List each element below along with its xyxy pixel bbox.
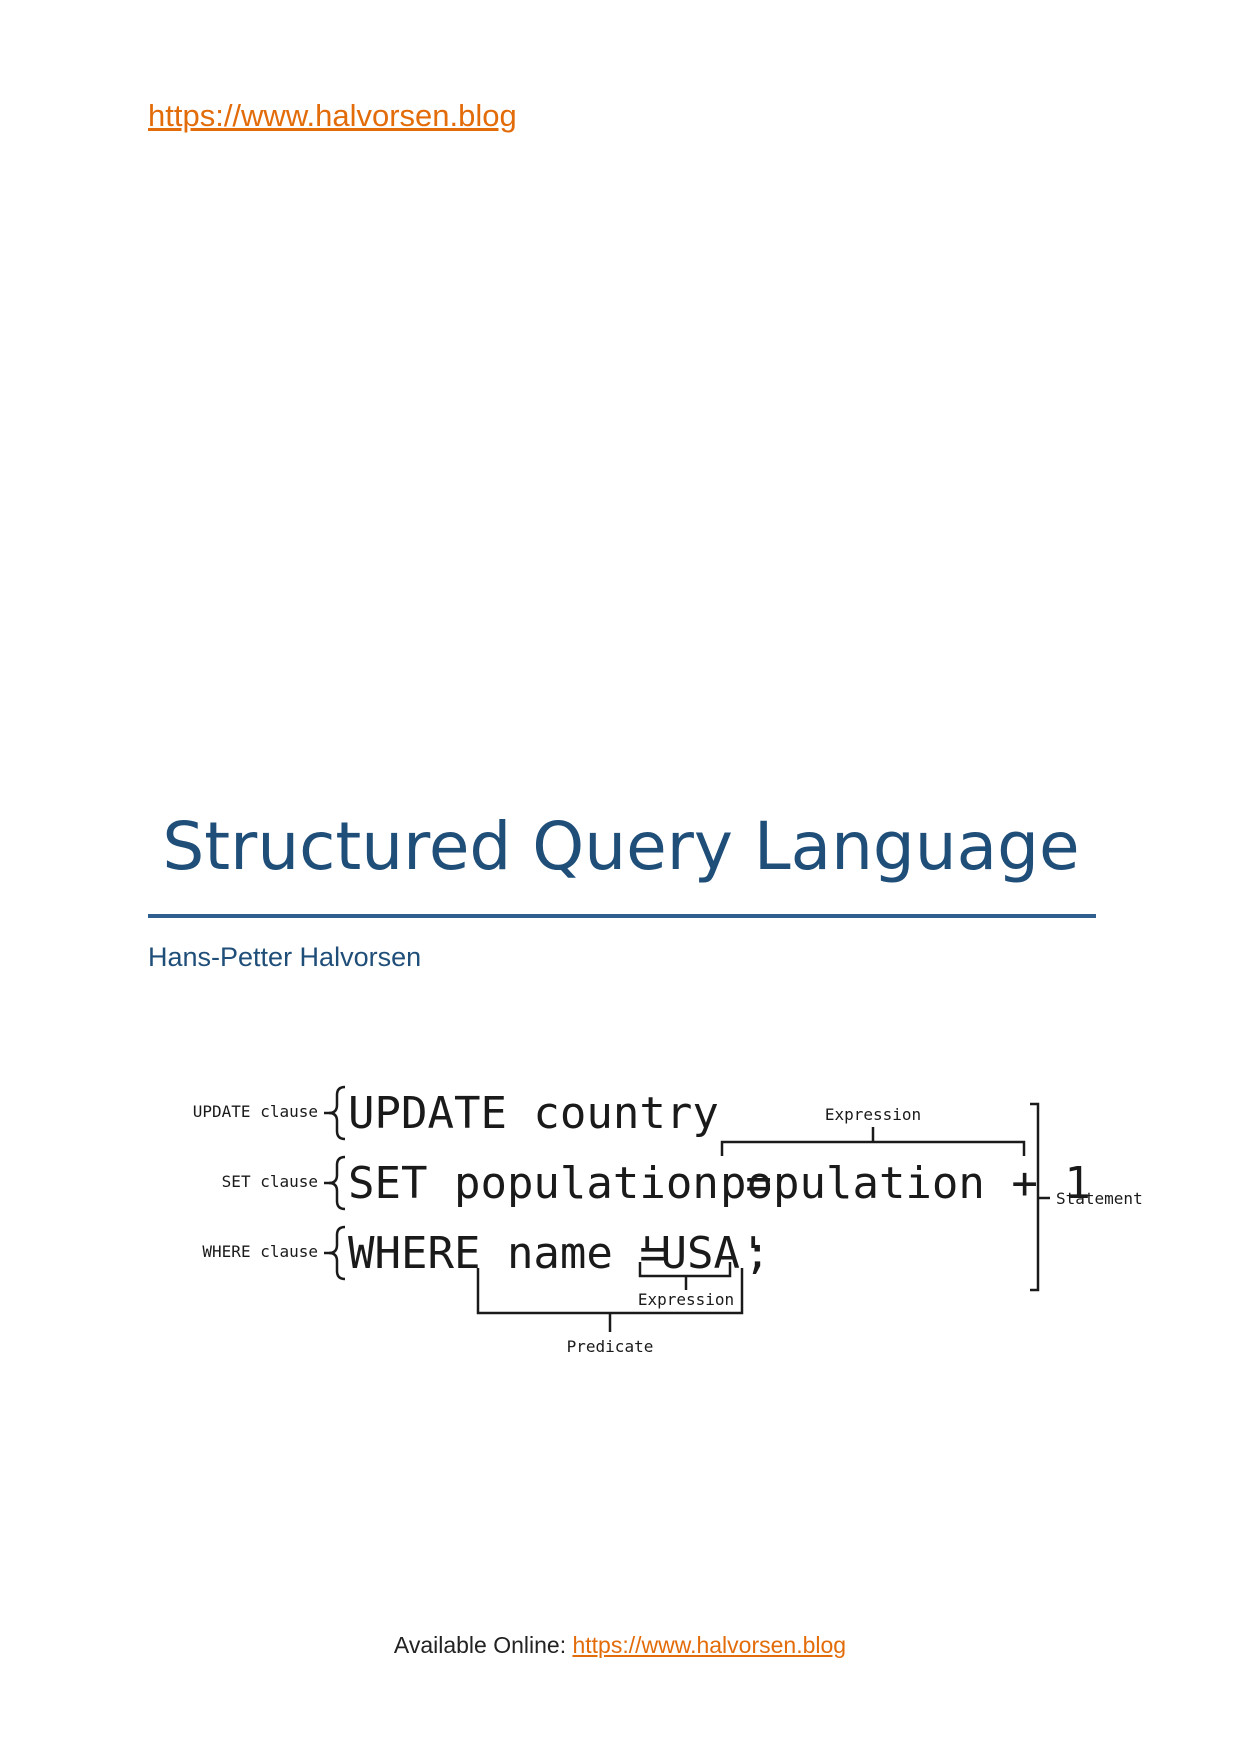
title-divider [148,914,1096,918]
expression-bracket-bottom [638,1262,732,1278]
sql-semicolon: ; [744,1228,771,1279]
sql-line-update: UPDATE country [348,1088,719,1139]
set-clause-bracket [328,1155,346,1211]
sql-where-value: 'USA' [634,1228,766,1279]
footer-prefix: Available Online: [393,1632,573,1658]
sql-line-set: SET population = [348,1158,772,1209]
top-url-link[interactable]: https://www.halvorsen.blog [148,98,517,133]
footer: Available Online: https://www.halvorsen.… [0,1632,1240,1659]
document-title: Structured Query Language [162,808,1080,885]
sql-line-where: WHERE name = [348,1228,666,1279]
predicate-bracket [476,1268,744,1315]
predicate-label: Predicate [567,1337,654,1356]
update-clause-bracket [328,1085,346,1141]
statement-label: Statement [1056,1189,1143,1208]
set-clause-label: SET clause [222,1172,318,1191]
expression-label-bottom: Expression [638,1290,734,1309]
author-name: Hans-Petter Halvorsen [148,942,422,972]
expression-bracket-top [720,1140,1026,1156]
where-clause-bracket [328,1225,346,1281]
update-clause-label: UPDATE clause [193,1102,318,1121]
footer-url-link[interactable]: https://www.halvorsen.blog [572,1632,847,1658]
expression-label-top: Expression [825,1105,921,1124]
statement-bracket [1030,1102,1040,1292]
sql-set-expression: population + 1 [720,1158,1091,1209]
where-clause-label: WHERE clause [202,1242,318,1261]
